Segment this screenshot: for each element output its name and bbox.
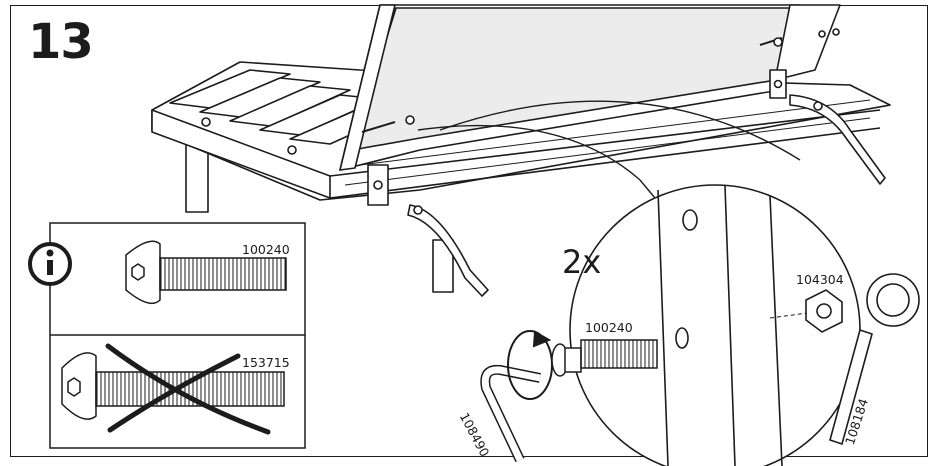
rotate-arrow-icon [507,330,553,400]
detail-drawing [657,185,816,466]
correct-screw-drawing [125,240,287,305]
wrong-screw-part-number: 153715 [242,355,290,370]
correct-screw-part-number: 100240 [242,242,290,257]
detail-screw-part [551,339,658,377]
cross-out-mark [105,343,271,435]
hex-key-part [480,364,541,463]
step-number: 13 [28,14,94,70]
info-icon [28,242,72,286]
quantity-label: 2x [562,243,602,281]
wrench-part [829,273,920,446]
nut-part [805,289,843,333]
sofa-frame-drawing [151,4,891,297]
nut-part-number: 104304 [796,272,844,287]
detail-screw-part-number: 100240 [585,320,633,335]
